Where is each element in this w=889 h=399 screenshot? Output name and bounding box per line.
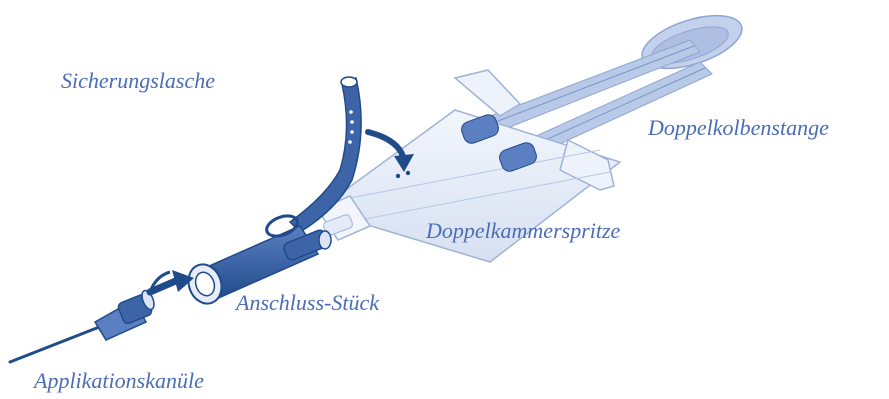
- insert-arrow: [150, 270, 194, 292]
- label-connector-piece: Anschluss-Stück: [236, 292, 379, 314]
- label-double-chamber-syringe: Doppelkammerspritze: [426, 220, 620, 242]
- application-needle: [10, 289, 156, 362]
- label-application-needle: Applikationskanüle: [34, 370, 204, 392]
- label-double-plunger-rod: Doppelkolbenstange: [648, 117, 829, 139]
- label-securing-tab: Sicherungslasche: [61, 70, 215, 92]
